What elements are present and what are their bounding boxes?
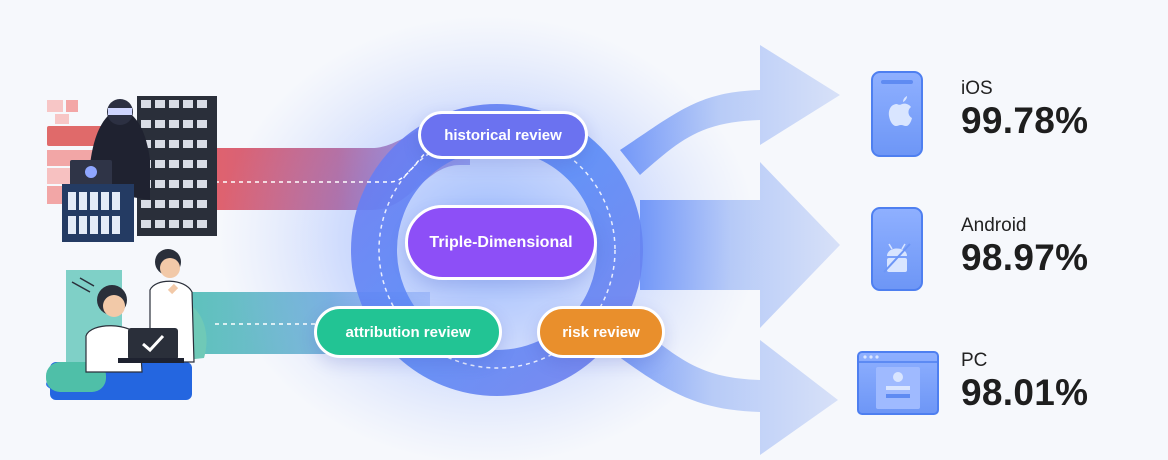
server-box bbox=[62, 184, 134, 242]
team-illustration bbox=[46, 249, 207, 400]
hacker-figure bbox=[70, 99, 150, 200]
platform-label-ios: iOS bbox=[961, 78, 993, 99]
result-ios: iOS 99.78% bbox=[961, 78, 1088, 142]
risk-review-pill: risk review bbox=[537, 306, 665, 358]
historical-review-pill: historical review bbox=[418, 111, 588, 159]
historical-review-label: historical review bbox=[444, 126, 562, 144]
hacker-illustration bbox=[47, 96, 217, 242]
rate-value-ios: 99.78% bbox=[961, 100, 1089, 141]
risk-review-label: risk review bbox=[562, 323, 640, 341]
result-pc: PC 98.01% bbox=[961, 350, 1088, 414]
attribution-review-pill: attribution review bbox=[314, 306, 502, 358]
triple-dimensional-label: Triple-Dimensional bbox=[429, 233, 573, 251]
attribution-review-label: attribution review bbox=[345, 323, 471, 341]
laptop bbox=[118, 328, 184, 363]
rate-value-android: 98.97% bbox=[961, 237, 1089, 278]
triple-dimensional-pill: Triple-Dimensional bbox=[405, 205, 597, 280]
browser-window-icon bbox=[857, 351, 939, 415]
apple-phone-icon bbox=[871, 71, 923, 157]
android-phone-icon bbox=[871, 207, 923, 291]
server-rack bbox=[137, 96, 217, 236]
rate-value-pc: 98.01% bbox=[961, 372, 1089, 413]
platform-label-pc: PC bbox=[961, 350, 988, 371]
platform-label-android: Android bbox=[961, 215, 1027, 236]
result-android: Android 98.97% bbox=[961, 215, 1088, 279]
